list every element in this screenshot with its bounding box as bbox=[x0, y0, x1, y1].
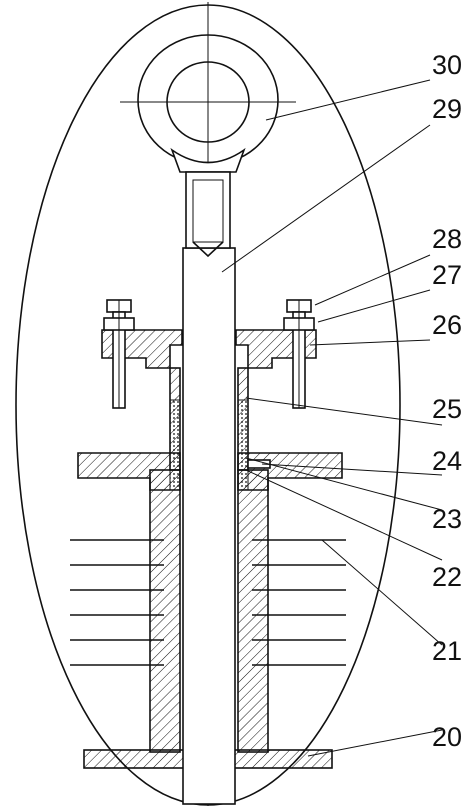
part-label-22: 22 bbox=[432, 562, 462, 592]
shaft bbox=[182, 247, 236, 805]
lower-flange-right bbox=[237, 452, 343, 491]
packing-left bbox=[169, 399, 181, 491]
leader-lines bbox=[221, 79, 443, 757]
part-label-26: 26 bbox=[432, 310, 462, 340]
eye-bolt bbox=[120, 34, 296, 258]
stud-right bbox=[283, 299, 315, 409]
part-label-30: 30 bbox=[432, 50, 462, 80]
part-label-24: 24 bbox=[432, 446, 462, 476]
part-label-25: 25 bbox=[432, 394, 462, 424]
packing-right bbox=[237, 399, 249, 491]
part-label-21: 21 bbox=[432, 636, 462, 666]
lower-flange bbox=[77, 452, 181, 491]
part-label-23: 23 bbox=[432, 504, 462, 534]
part-label-27: 27 bbox=[432, 260, 462, 290]
part-label-20: 20 bbox=[432, 722, 462, 752]
body-wall-left bbox=[149, 469, 181, 753]
part-label-28: 28 bbox=[432, 224, 462, 254]
body-wall-right bbox=[237, 469, 269, 753]
stud-left bbox=[103, 299, 135, 409]
part-label-29: 29 bbox=[432, 94, 462, 124]
